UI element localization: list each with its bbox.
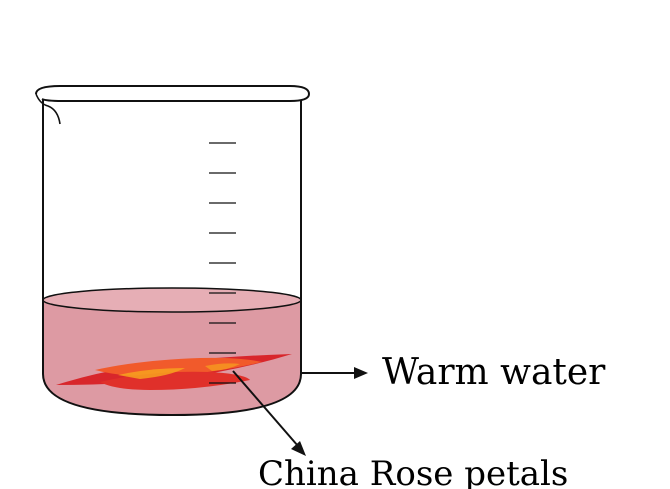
graduation-marks [209,142,236,384]
beaker-spout [35,93,61,125]
warm-water-label: Warm water [382,352,606,393]
petal-highlight [118,368,185,379]
warm-water [43,300,301,415]
petals-pointer [232,370,306,456]
china-rose-petals [56,354,292,390]
petal-highlight [205,363,240,371]
beaker [35,85,311,417]
beaker-rim [35,85,311,102]
beaker-outline [42,100,302,417]
petals-label: China Rose petals [258,454,568,489]
water-surface [42,287,302,313]
warm-water-pointer [302,367,368,379]
